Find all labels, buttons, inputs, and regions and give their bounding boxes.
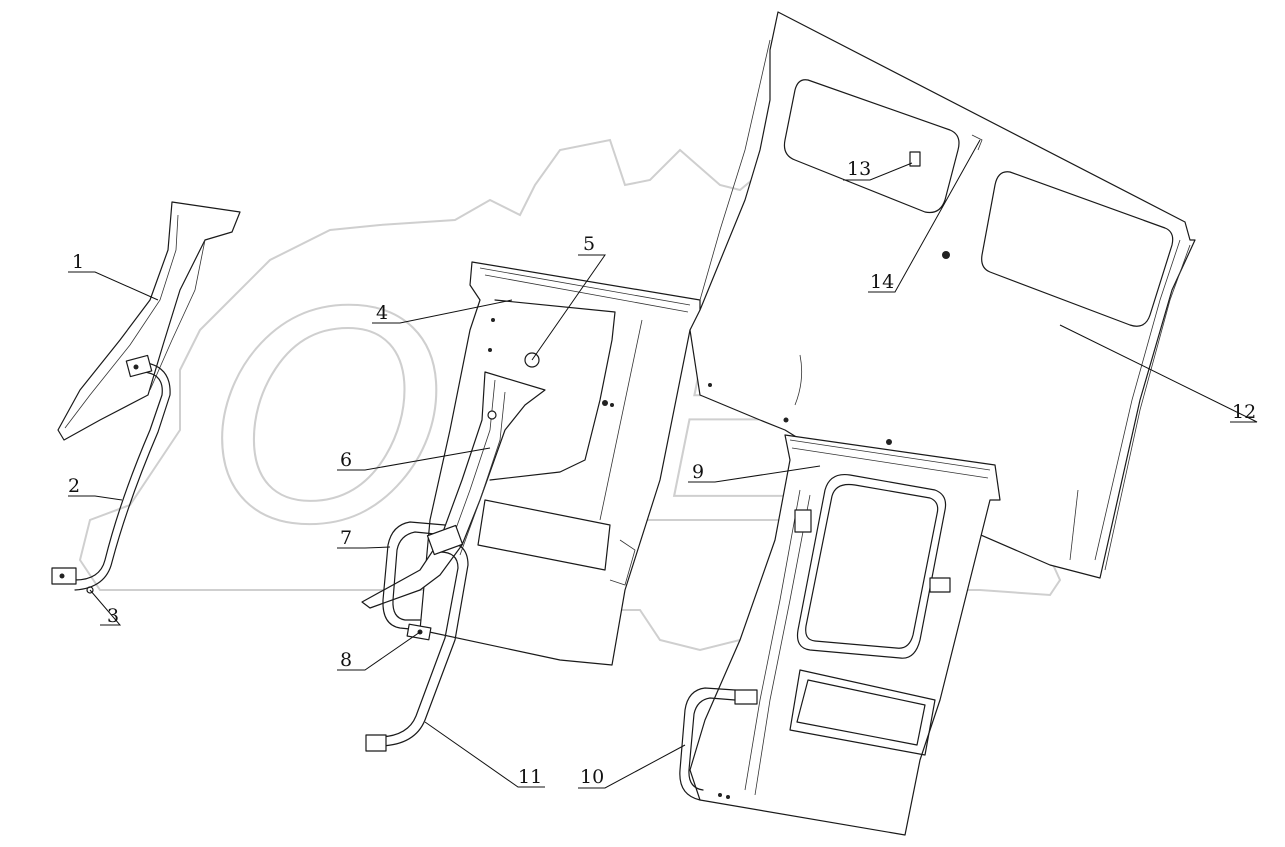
leader-13: [843, 162, 913, 181]
callout-3: 3: [107, 605, 119, 627]
leader-5: [531, 254, 606, 361]
callout-8: 8: [340, 649, 352, 671]
leader-3: [89, 589, 122, 626]
leader-4: [372, 299, 513, 324]
callout-10: 10: [580, 766, 604, 788]
callout-2: 2: [68, 475, 80, 497]
leader-lines: [68, 139, 1258, 789]
callout-12: 12: [1232, 401, 1256, 423]
part-11-long-handle: [365, 524, 469, 752]
callout-6: 6: [340, 449, 352, 471]
part-4-side-panel: [419, 261, 701, 666]
callout-14: 14: [870, 271, 894, 293]
callout-9: 9: [692, 461, 704, 483]
part-6-inner-pillar-trim: [361, 371, 546, 609]
leader-1: [68, 271, 159, 301]
callout-11: 11: [518, 766, 542, 788]
leader-9: [688, 465, 821, 483]
callout-13: 13: [847, 158, 871, 180]
part-9-door-panel: [689, 434, 1001, 836]
leader-6: [337, 447, 491, 471]
leader-2: [68, 495, 123, 501]
leader-8: [337, 631, 421, 671]
leader-12: [1059, 324, 1258, 423]
leader-7: [337, 546, 391, 549]
leader-14: [868, 139, 981, 293]
part-8-bracket: [406, 623, 432, 641]
leader-10: [578, 744, 686, 789]
callout-5: 5: [583, 233, 595, 255]
callout-labels: 1 2 3 4 5 6 7 8 9 10 11 12 13 14: [68, 158, 1256, 788]
part-1-pillar-trim: [57, 201, 241, 441]
callout-4: 4: [376, 302, 388, 324]
leader-11: [424, 721, 545, 788]
part-10-door-handle: [679, 687, 736, 801]
callout-7: 7: [340, 527, 352, 549]
part-12-roof-panel: [689, 11, 1196, 579]
part-7-handle: [382, 521, 446, 631]
part-3-screw: [86, 586, 94, 594]
part-2-grab-handle: [51, 354, 171, 591]
callout-1: 1: [72, 251, 84, 273]
